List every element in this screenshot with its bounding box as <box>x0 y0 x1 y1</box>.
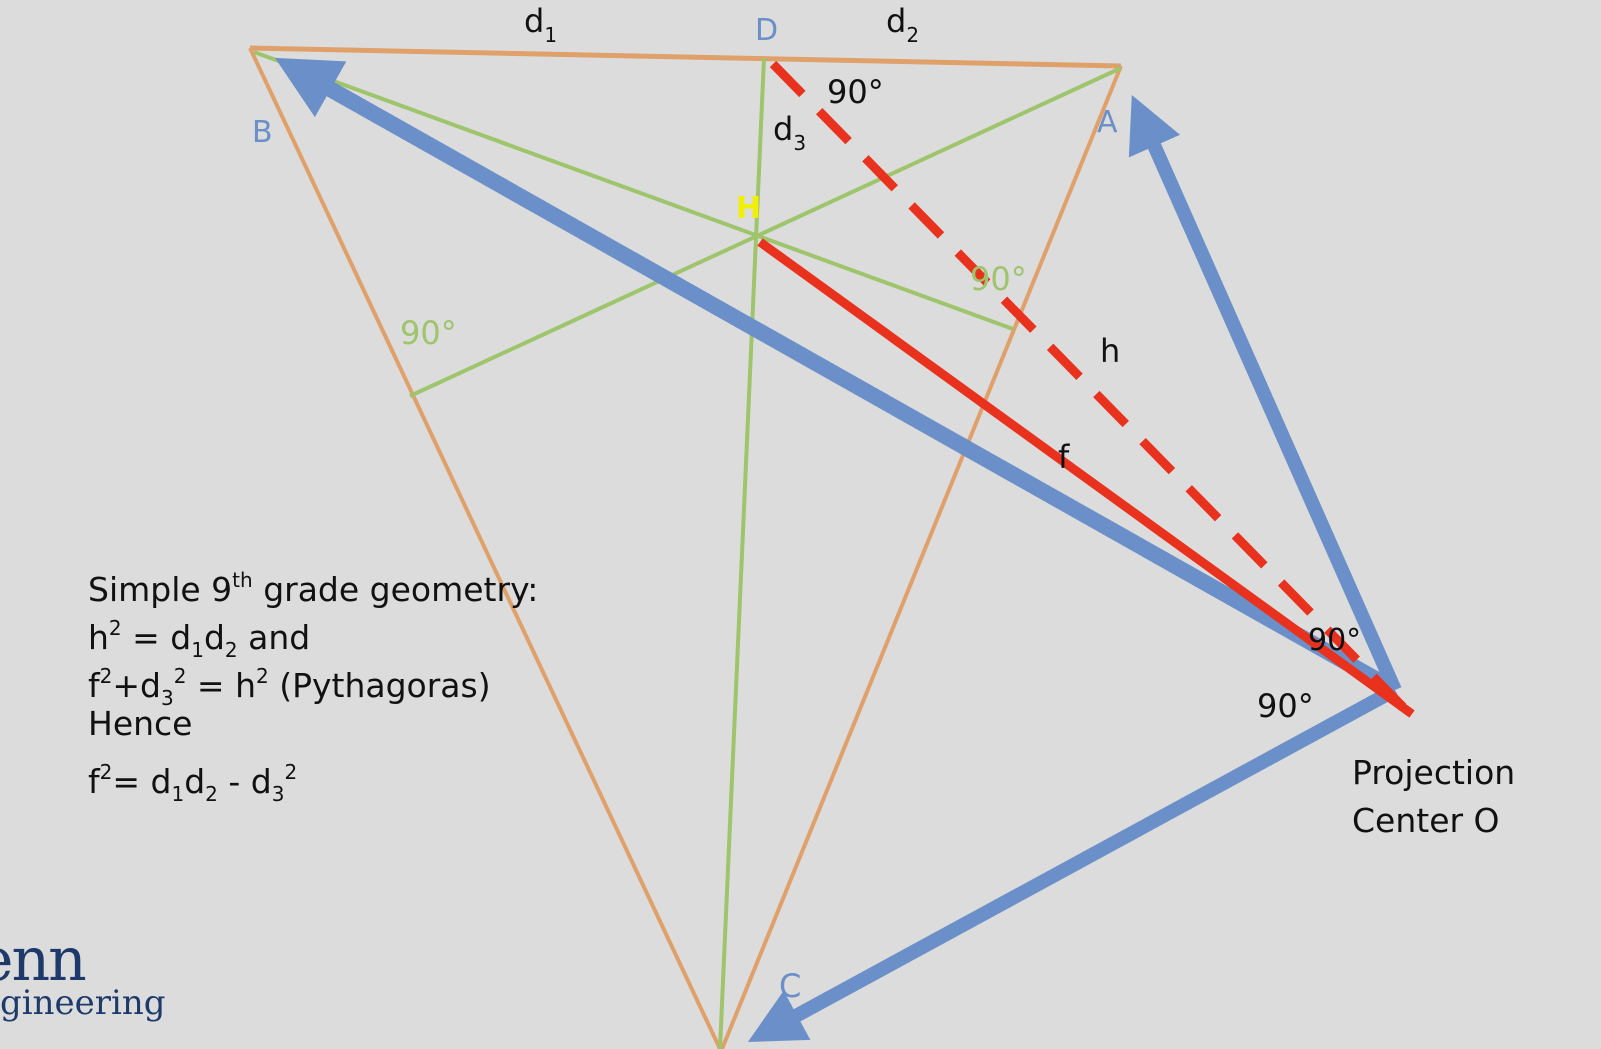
geometry-explanation: Simple 9th grade geometry: h2 = d1d2 and… <box>88 556 539 806</box>
angle-green-right: 90° <box>970 260 1027 298</box>
edge-BC <box>248 47 722 1049</box>
label-d2: d2 <box>886 2 919 47</box>
label-A: A <box>1097 105 1118 140</box>
label-C: C <box>779 967 801 1005</box>
vector-OC <box>747 683 1399 1043</box>
label-h: h <box>1100 332 1120 370</box>
angle-green-left: 90° <box>400 314 457 352</box>
vector-OA <box>1128 94 1402 693</box>
edge-BA <box>249 45 1122 69</box>
altitude-A <box>409 66 1122 398</box>
angle-top-right: 90° <box>827 73 884 111</box>
explanation-line-4: Hence <box>88 704 193 743</box>
label-D: D <box>755 13 778 48</box>
altitude-B <box>253 50 1014 331</box>
label-d3: d3 <box>773 110 806 155</box>
explanation-line-5: f2= d1d2 - d32 <box>88 760 298 806</box>
label-f: f <box>1058 438 1070 476</box>
projection-center-label: Projection Center O <box>1352 749 1515 845</box>
explanation-line-3: f2+d32 = h2 (Pythagoras) <box>88 664 491 710</box>
segment-h <box>769 60 1412 716</box>
angle-near-O: 90° <box>1308 623 1361 658</box>
explanation-line-2: h2 = d1d2 and <box>88 616 311 662</box>
explanation-line-1: Simple 9th grade geometry: <box>88 568 539 609</box>
altitude-D-C <box>718 57 766 1049</box>
edge-AC <box>720 65 1123 1049</box>
penn-engineering-logo: enn gineering <box>0 930 166 1020</box>
segment-f <box>757 238 1415 718</box>
projection-line-1: Projection <box>1352 753 1516 792</box>
projection-line-2: Center O <box>1352 801 1500 840</box>
label-H: H <box>736 191 761 226</box>
angle-at-O: 90° <box>1257 687 1314 725</box>
label-B: B <box>252 115 273 150</box>
logo-line-2: gineering <box>0 983 166 1023</box>
label-d1: d1 <box>524 2 557 47</box>
logo-line-1: enn <box>0 925 87 995</box>
vector-OB <box>274 57 1399 697</box>
